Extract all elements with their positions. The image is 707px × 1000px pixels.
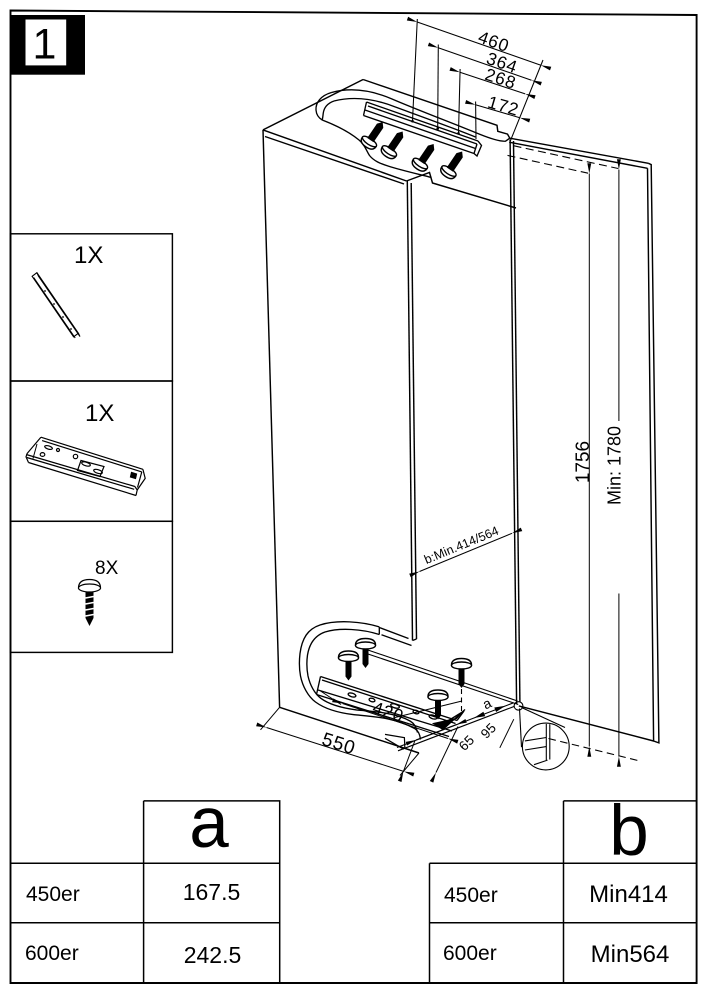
svg-text:a: a [189, 784, 229, 863]
svg-text:1X: 1X [74, 242, 103, 269]
svg-text:Min564: Min564 [591, 941, 670, 968]
svg-text:Min: 1780: Min: 1780 [605, 426, 625, 505]
svg-text:b: b [609, 792, 649, 871]
svg-text:1X: 1X [85, 400, 114, 427]
svg-text:8X: 8X [95, 558, 119, 579]
svg-text:Min414: Min414 [589, 881, 668, 908]
svg-text:600er: 600er [25, 942, 79, 965]
svg-text:167.5: 167.5 [183, 879, 241, 905]
svg-text:450er: 450er [444, 884, 498, 907]
svg-text:600er: 600er [443, 942, 497, 965]
svg-text:1756: 1756 [573, 441, 594, 483]
svg-text:450er: 450er [26, 883, 80, 906]
svg-text:1: 1 [33, 21, 57, 69]
svg-text:242.5: 242.5 [184, 942, 242, 968]
